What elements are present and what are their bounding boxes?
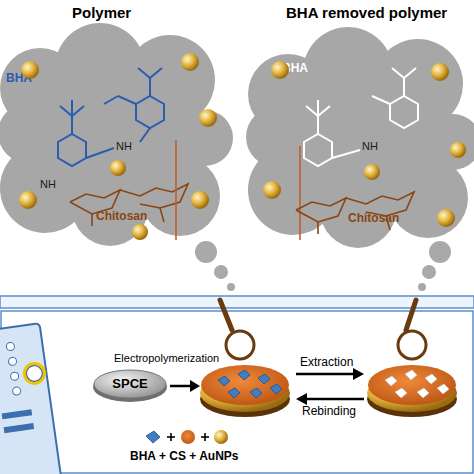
cloud-outline [0,28,228,240]
text-label: SPCE [93,377,167,392]
text-label: NH [40,178,56,191]
process-arrows [170,368,364,405]
text-label: BHA [282,62,308,76]
electrode-disk: SPCE [93,367,167,401]
electrode-imprinted [200,365,290,417]
text-label: NH [362,140,378,153]
text-label: Rebinding [302,405,356,419]
magnifier [220,300,426,359]
text-label: BHA + CS + AuNPs [130,450,238,464]
text-label: BHA removed polymer [286,4,447,21]
text-label: Polymer [72,4,131,21]
lower-panel [1,311,473,473]
text-label: BHA [6,72,32,86]
polymer-cloud: PolymerBHANHNHChitosan [0,28,228,240]
text-label: Extraction [300,356,353,370]
cloud-outline [248,32,474,242]
polymer-cloud: BHA removed polymerBHANHChitosan [248,32,474,242]
text-label: NH [116,140,132,153]
electrode-extracted [367,365,457,417]
text-label: Chitosan [96,210,147,224]
reagent-icons [146,430,228,444]
thought-bubbles [195,241,451,291]
gold-nanoparticles [19,53,466,240]
sensor-strip [0,323,62,474]
text-label: Electropolymerization [114,352,219,365]
text-label: Chitosan [348,212,399,226]
separator-band [0,296,474,308]
